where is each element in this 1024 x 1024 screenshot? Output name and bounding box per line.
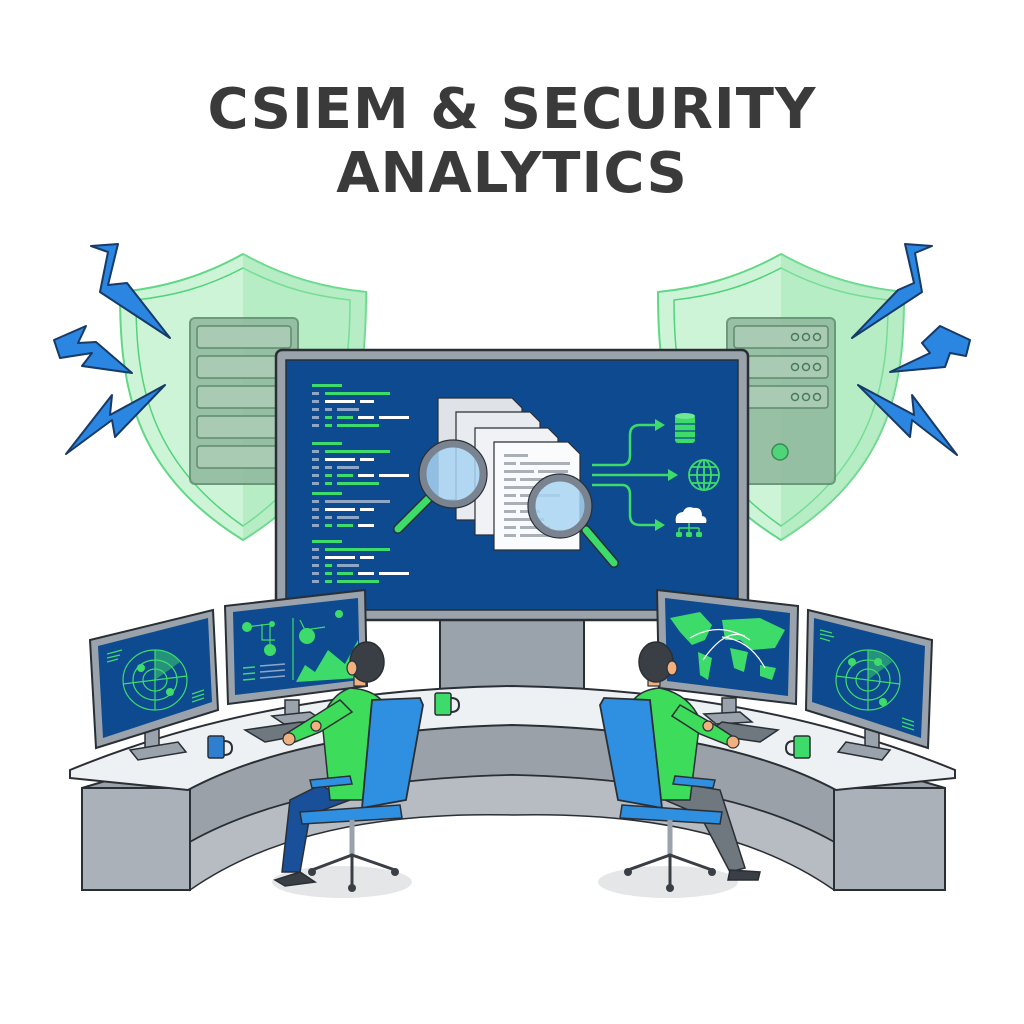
globe-icon: [688, 459, 720, 491]
cloud-network-icon: [675, 507, 707, 537]
desk: [69, 684, 956, 892]
log-code-lines: [312, 384, 409, 583]
left-lightning-icons: [53, 243, 171, 455]
right-lightning-icons: [851, 243, 971, 456]
page-title: CSIEM & SECURITY ANALYTICS: [0, 78, 1024, 206]
monitor-left-network-graph: [223, 588, 369, 725]
mug-green-icon-right: [784, 735, 811, 759]
monitor-far-left-radar: [88, 608, 220, 761]
database-icon: [675, 413, 695, 443]
analyst-left: [272, 641, 424, 898]
flow-arrows: [592, 423, 668, 527]
title-line-1: CSIEM & SECURITY: [207, 77, 817, 142]
left-server-icon: [189, 317, 299, 485]
title-line-2: ANALYTICS: [336, 141, 688, 206]
mug-green-icon-center: [434, 692, 461, 716]
analyst-right: [598, 641, 761, 898]
monitor-far-right-radar: [804, 608, 934, 761]
monitor-right-world-map: [655, 588, 800, 725]
magnifier-left-icon: [393, 439, 488, 534]
mug-blue-icon: [207, 735, 234, 759]
magnifier-right-icon: [527, 473, 619, 568]
arrow-heads: [655, 419, 678, 531]
